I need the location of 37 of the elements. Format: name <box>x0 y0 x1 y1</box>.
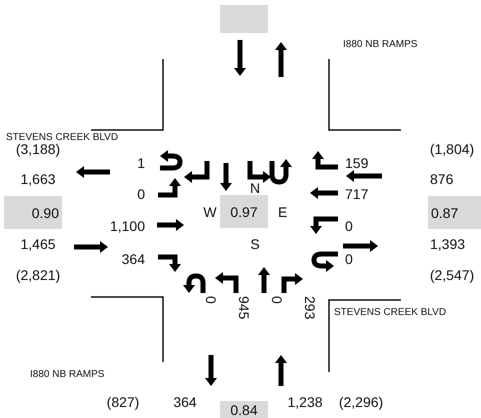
volume-label: 717 <box>345 187 368 201</box>
volume-label: 0 <box>137 187 145 201</box>
volume-label: 364 <box>173 395 197 409</box>
volume-label: (2,821) <box>16 268 60 282</box>
street-name: STEVENS CREEK BLVD <box>6 133 118 143</box>
volume-label: (1,804) <box>430 142 474 156</box>
volume-label: 1,663 <box>20 172 56 186</box>
volume-label: (2,547) <box>430 268 474 282</box>
value-box: 0.84 <box>220 401 268 418</box>
empty-box <box>220 5 268 33</box>
volume-label: 1 <box>137 156 145 170</box>
volume-label: 364 <box>122 252 145 266</box>
volume-label: S <box>250 237 260 251</box>
volume-label: 0 <box>345 219 353 233</box>
street-name: I880 NB RAMPS <box>30 370 104 380</box>
street-name: STEVENS CREEK BLVD <box>334 308 446 318</box>
volume-label: 0 <box>345 252 353 266</box>
volume-label: 1,238 <box>287 395 323 409</box>
volume-label: N <box>250 181 260 195</box>
volume-label: 1,465 <box>20 237 56 251</box>
value-box: 0.87 <box>428 196 481 229</box>
volume-label: (3,188) <box>16 142 60 156</box>
volume-label: W <box>203 205 217 219</box>
value-box: 0.90 <box>4 196 62 229</box>
volume-label: 0 <box>270 296 284 304</box>
volume-label: 945 <box>237 296 251 320</box>
volume-label: 293 <box>303 296 317 320</box>
volume-label: 159 <box>345 156 368 170</box>
volume-label: 0 <box>204 296 218 304</box>
street-name: I880 NB RAMPS <box>343 40 418 50</box>
volume-label: 1,393 <box>430 237 466 251</box>
value-box: 0.97 <box>220 195 268 228</box>
volume-label: 876 <box>430 172 454 186</box>
volume-label: (827) <box>106 395 140 409</box>
volume-label: (2,296) <box>338 395 384 409</box>
volume-label: 1,100 <box>110 219 145 233</box>
volume-label: E <box>278 205 288 219</box>
